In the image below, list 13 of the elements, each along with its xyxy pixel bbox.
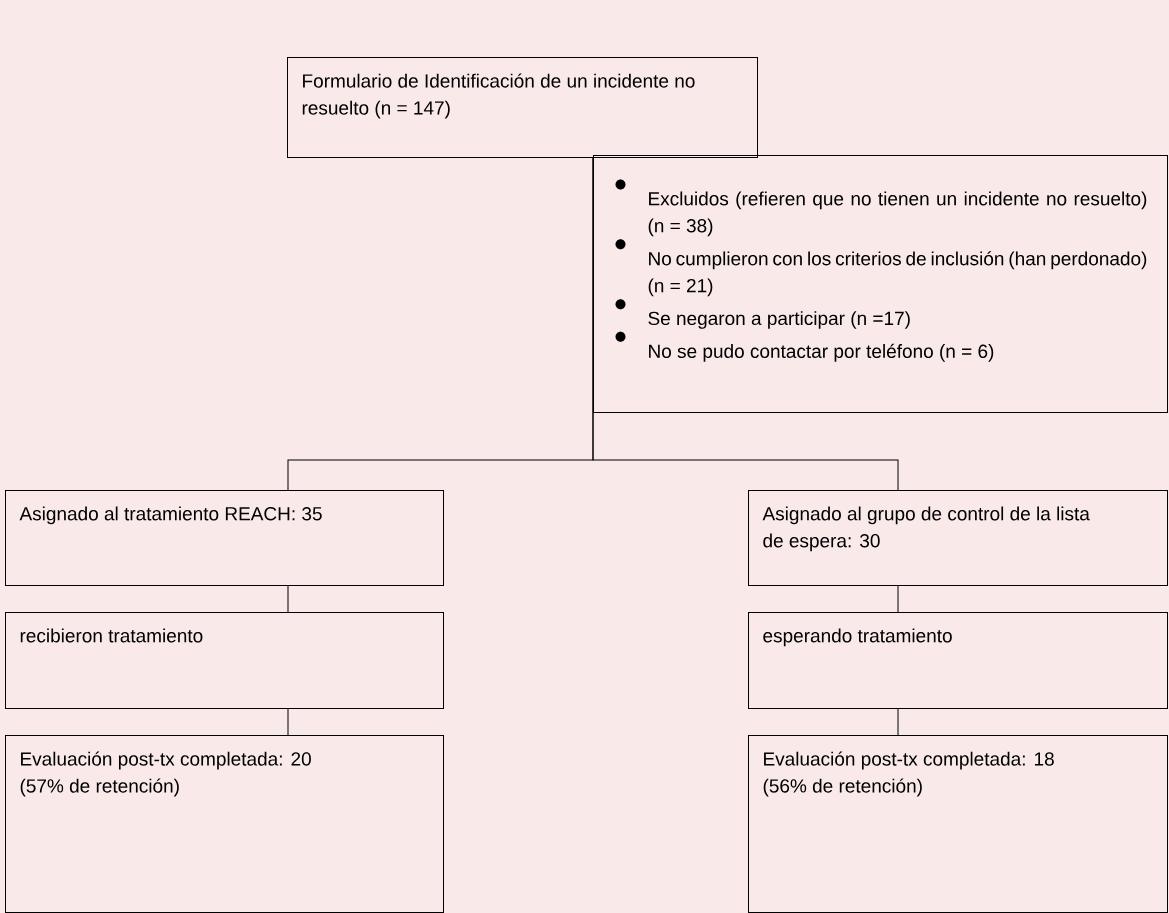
connector-line: [592, 157, 899, 491]
process-box: Asignado al tratamiento REACH: 35: [5, 490, 444, 586]
connector-line: [897, 708, 899, 736]
process-box: Asignado al grupo de control de la lista de espera: 30: [748, 490, 1168, 586]
connector-line: [287, 708, 289, 736]
process-box: Evaluación post-tx completada: 20 (57% de retención): [5, 735, 444, 913]
process-box: recibieron tratamiento: [5, 612, 444, 709]
process-box: Formulario de Identificación de un incidente no resuelto (n = 147): [287, 57, 758, 158]
exclusion-box: Excluidos (refieren que no tienen un incidente no resuelto) (n = 38) No cumplieron con los criterios de inclusión (han perdonado) (n = 21) Se negaron a participar (n =17) No se pudo contactar por teléfono (n = 6): [593, 155, 1168, 413]
process-box: esperando tratamiento: [748, 612, 1168, 709]
connector-line: [287, 585, 289, 613]
process-box: Evaluación post-tx completada: 18 (56% de retención): [748, 735, 1168, 913]
connector-line: [897, 585, 899, 613]
